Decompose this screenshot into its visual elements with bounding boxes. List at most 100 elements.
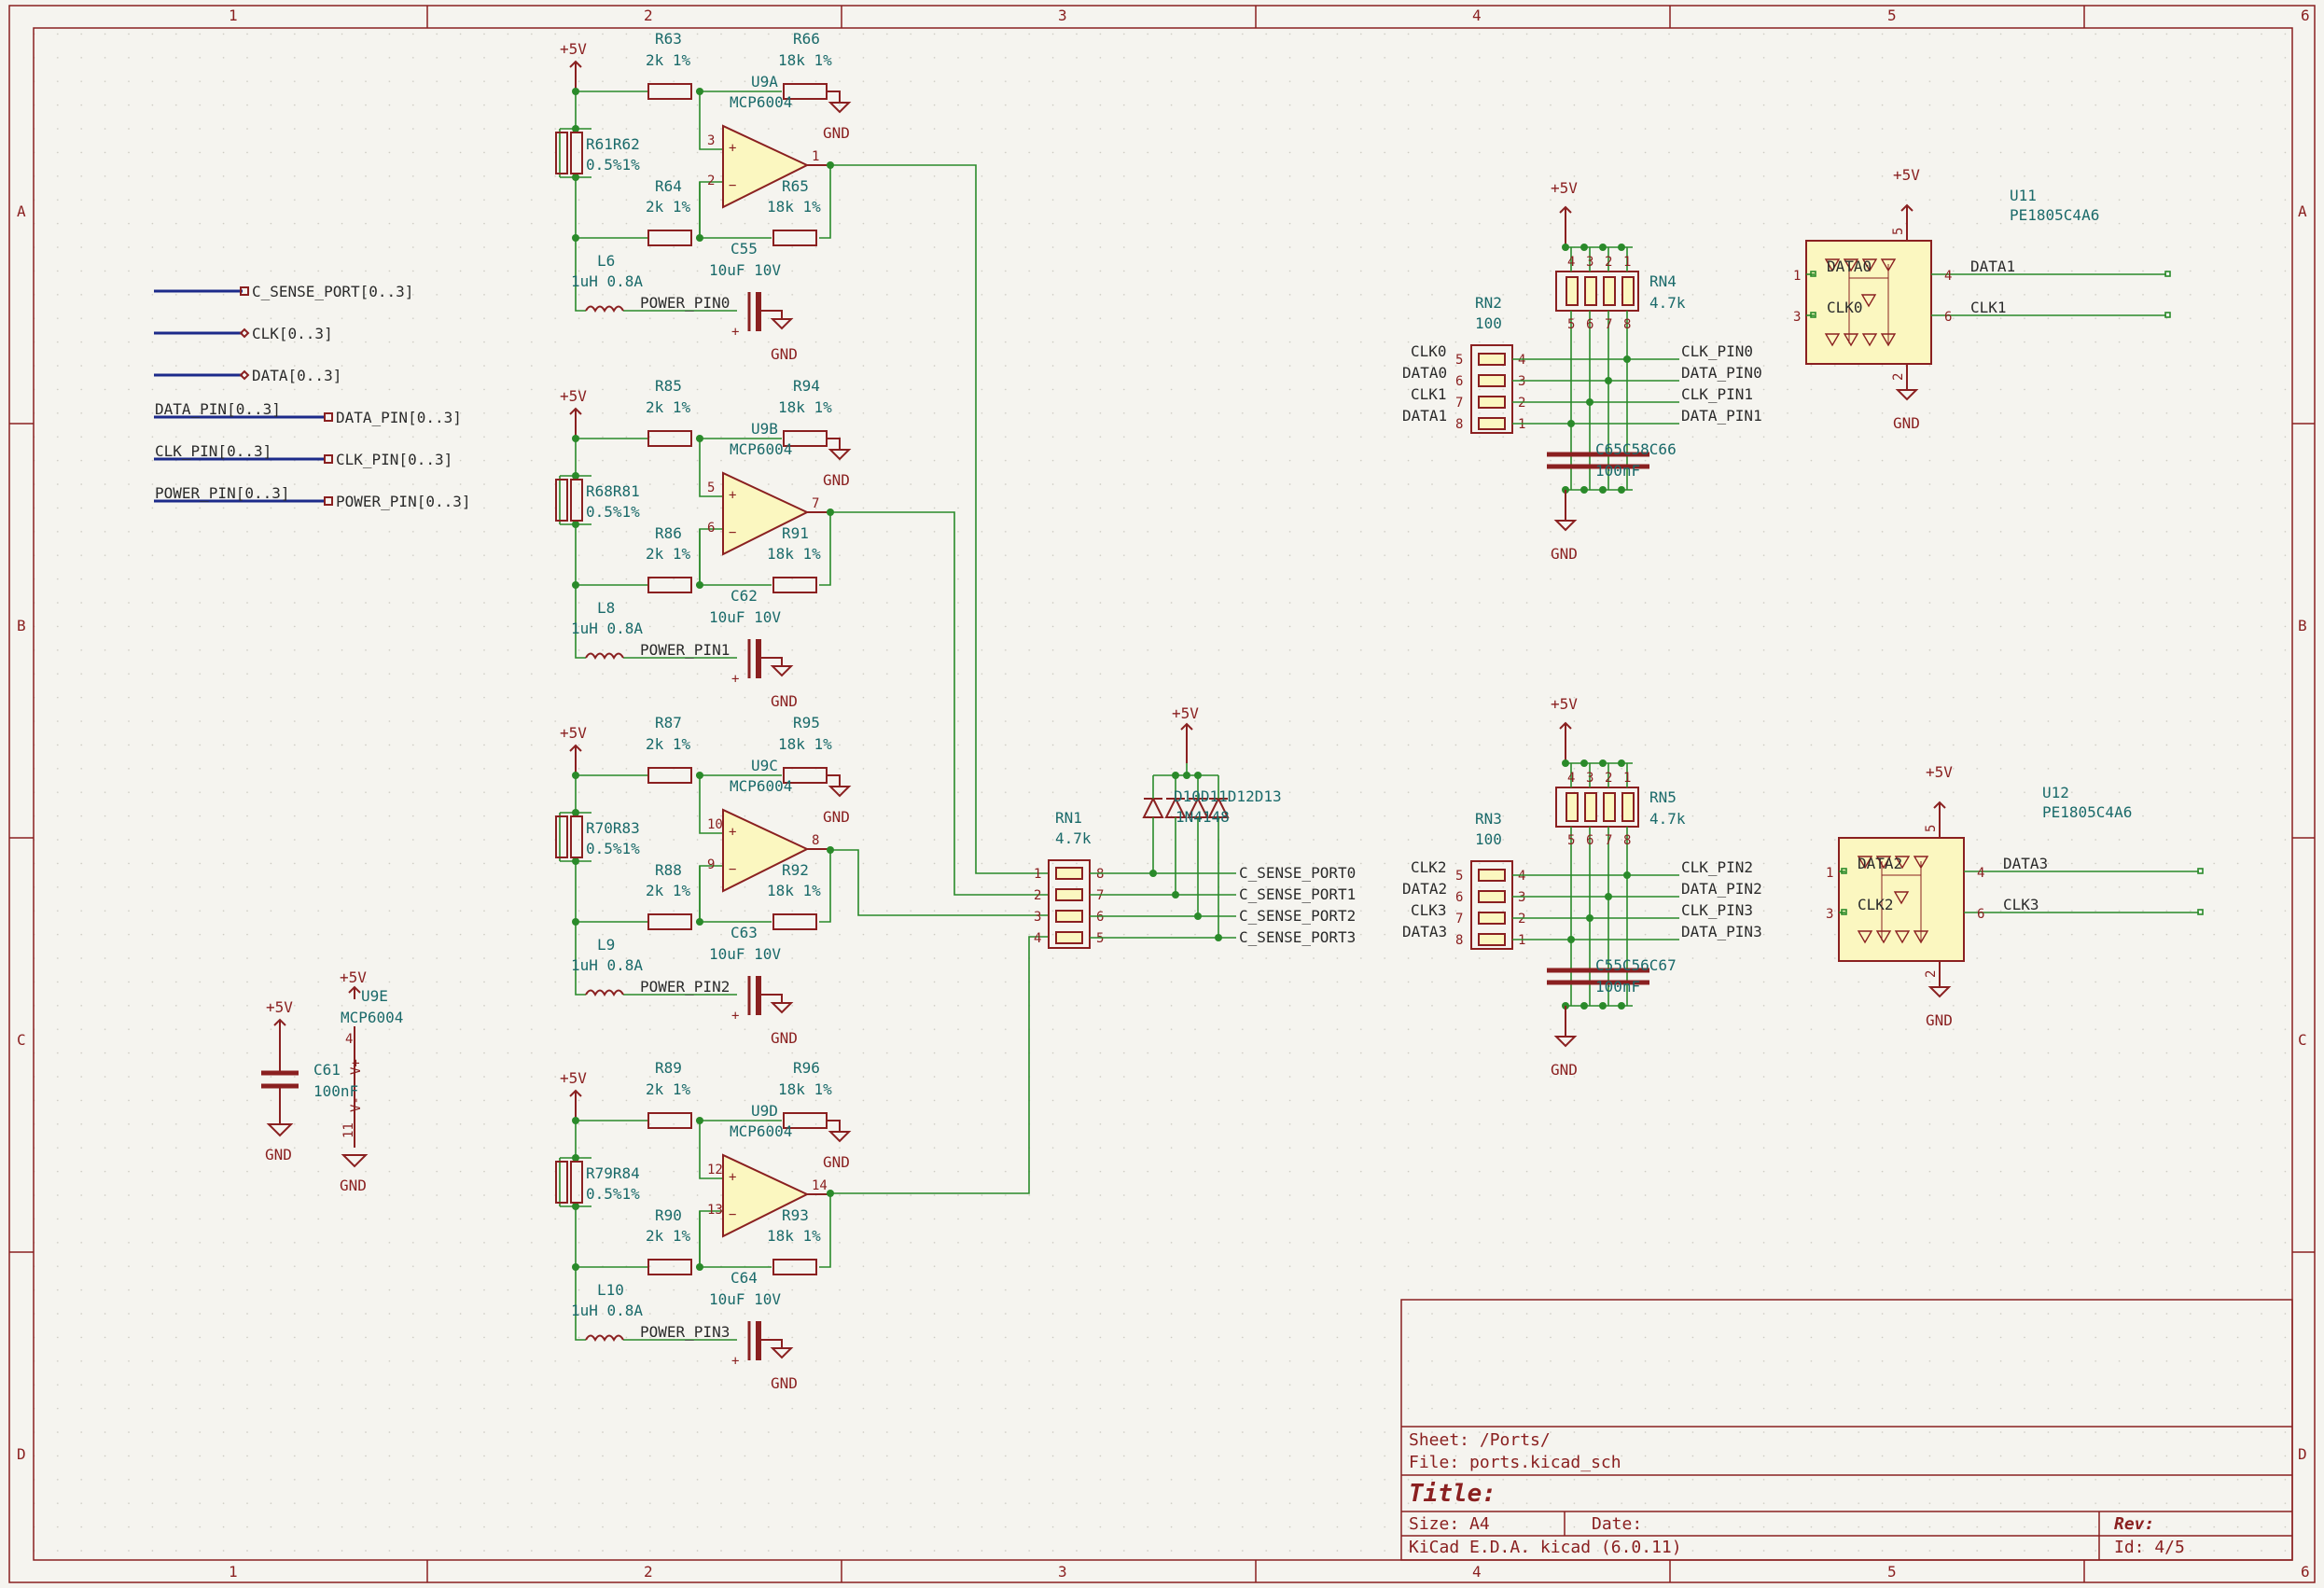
resistor-rfb2[interactable] [772, 577, 817, 593]
rn-series-body[interactable] [1470, 860, 1513, 950]
opamp-triangle[interactable] [722, 1153, 810, 1238]
cap-plus-sign: + [731, 672, 739, 687]
rn-series-body[interactable] [1470, 344, 1513, 434]
rn-gnd-label: GND [1551, 1061, 1578, 1079]
junction-dot [1618, 486, 1625, 494]
resistor-rin2[interactable] [647, 577, 692, 593]
inductor-coil[interactable] [585, 305, 624, 313]
rn-series-right-pin: 1 [1518, 933, 1525, 948]
c61-pwr-label: +5V [266, 998, 293, 1016]
junction-dot [572, 581, 579, 589]
tvs-pwr-label: +5V [1926, 763, 1953, 781]
rn-caps-value: 100nF [1595, 978, 1640, 996]
hier-label-data-pin[interactable]: DATA_PIN[0..3] [336, 409, 462, 426]
amp-rfb-ref: R94 [793, 377, 820, 395]
amp-gnd-label-top: GND [823, 124, 850, 142]
resistor-rin[interactable] [647, 83, 692, 100]
hier-label-clk[interactable]: CLK[0..3] [252, 325, 333, 342]
rn-pullup-bottom-pin: 8 [1623, 317, 1631, 332]
tvs-diode-icon [1860, 294, 1877, 308]
resistor-rin[interactable] [647, 430, 692, 447]
hier-label-clk-pin[interactable]: CLK_PIN[0..3] [336, 451, 452, 468]
amp-rin2-ref: R90 [655, 1206, 682, 1224]
ground-icon [1553, 490, 1578, 532]
inductor-coil[interactable] [585, 652, 624, 661]
tvs-pin2: 2 [1891, 373, 1906, 381]
resistor-shunt-b[interactable] [570, 815, 583, 858]
tvs-label-port [1841, 909, 1847, 915]
resistor-shunt-a[interactable] [555, 479, 568, 522]
junction-dot [1580, 486, 1588, 494]
resistor-rfb2[interactable] [772, 1259, 817, 1275]
rn-series-right-pin: 3 [1518, 374, 1525, 389]
amp-cap-value: 10uF 10V [709, 608, 781, 626]
inductor-coil[interactable] [585, 989, 624, 997]
resistor-rin[interactable] [647, 1112, 692, 1129]
resistor-shunt-a[interactable] [555, 132, 568, 174]
frame-col-label-bottom: 2 [644, 1563, 653, 1581]
resistor-rfb2[interactable] [772, 913, 817, 930]
rn-series-ref: RN3 [1475, 810, 1502, 828]
amp-ind-value: 1uH 0.8A [571, 272, 643, 290]
opamp-triangle[interactable] [722, 124, 810, 209]
resistor-shunt-b[interactable] [570, 1161, 583, 1204]
ground-icon [758, 310, 794, 330]
rn1-value: 4.7k [1055, 829, 1092, 847]
amp-gnd-label-bottom: GND [771, 1374, 798, 1392]
rn-pullup-element [1603, 792, 1616, 822]
resistor-rin2[interactable] [647, 1259, 692, 1275]
resistor-shunt-b[interactable] [570, 479, 583, 522]
hier-label-c-sense-port[interactable]: C_SENSE_PORT[0..3] [252, 283, 413, 300]
resistor-shunt-a[interactable] [555, 1161, 568, 1204]
tvs-ref: U12 [2042, 784, 2069, 801]
rn-pullup-top-pin: 1 [1623, 255, 1631, 270]
rn-pullup-body[interactable] [1555, 787, 1639, 828]
resistor-shunt-a[interactable] [555, 815, 568, 858]
resistor-shunt-b[interactable] [570, 132, 583, 174]
amp-pwr-label: +5V [560, 724, 587, 742]
tvs-gnd-label: GND [1893, 414, 1920, 432]
c61-capacitor[interactable]: +5V C61 100nF GND [261, 998, 358, 1163]
u9e-power-unit[interactable]: +5V U9E MCP6004 4 V+ V- 11 GND [340, 968, 403, 1194]
tvs-array-0[interactable]: +5VU11PE1805C4A652GNDDATA0CLK01346DATA1C… [1793, 166, 2171, 432]
resistor-rin[interactable] [647, 767, 692, 784]
opamp-triangle[interactable] [722, 808, 810, 893]
amp-ind-value: 1uH 0.8A [571, 956, 643, 974]
tvs-in2-label: CLK0 [1827, 299, 1863, 316]
tvs-diode-icon [1824, 258, 1841, 272]
amp-rfb-value: 18k 1% [778, 735, 832, 753]
title-block-title-label: Title: [1409, 1480, 1496, 1508]
hier-label-power-pin[interactable]: POWER_PIN[0..3] [336, 493, 471, 510]
tvs-in1-label: DATA2 [1858, 855, 1902, 872]
opamp-triangle[interactable] [722, 471, 810, 556]
frame-col-label-top: 1 [229, 7, 238, 24]
resistor-rin2[interactable] [647, 913, 692, 930]
amp-pwr-label: +5V [560, 387, 587, 405]
resistor-rin2[interactable] [647, 230, 692, 246]
amp-rfb-value: 18k 1% [778, 1080, 832, 1098]
inductor-coil[interactable] [585, 1334, 624, 1343]
amp-rin2-value: 2k 1% [646, 545, 691, 563]
opamp-pin-minus: 9 [707, 857, 715, 872]
junction-dot [572, 809, 579, 816]
ground-icon [758, 1339, 794, 1359]
tvs-diode-icon [1880, 258, 1897, 272]
tvs-array-1[interactable]: +5VU12PE1805C4A652GNDDATA2CLK21346DATA3C… [1826, 763, 2204, 1029]
rn-pullup-body[interactable] [1555, 271, 1639, 312]
arrow-icon [569, 1089, 582, 1121]
tvs-pin6: 6 [1977, 907, 1984, 922]
amp-rin-value: 2k 1% [646, 51, 691, 69]
amp-rin-ref: R87 [655, 714, 682, 731]
hier-label-data[interactable]: DATA[0..3] [252, 367, 341, 384]
rn-series-left-pin: 6 [1455, 374, 1463, 389]
resistor-rfb2[interactable] [772, 230, 817, 246]
arrow-icon [1559, 721, 1572, 763]
tvs-pin1: 1 [1793, 269, 1801, 284]
